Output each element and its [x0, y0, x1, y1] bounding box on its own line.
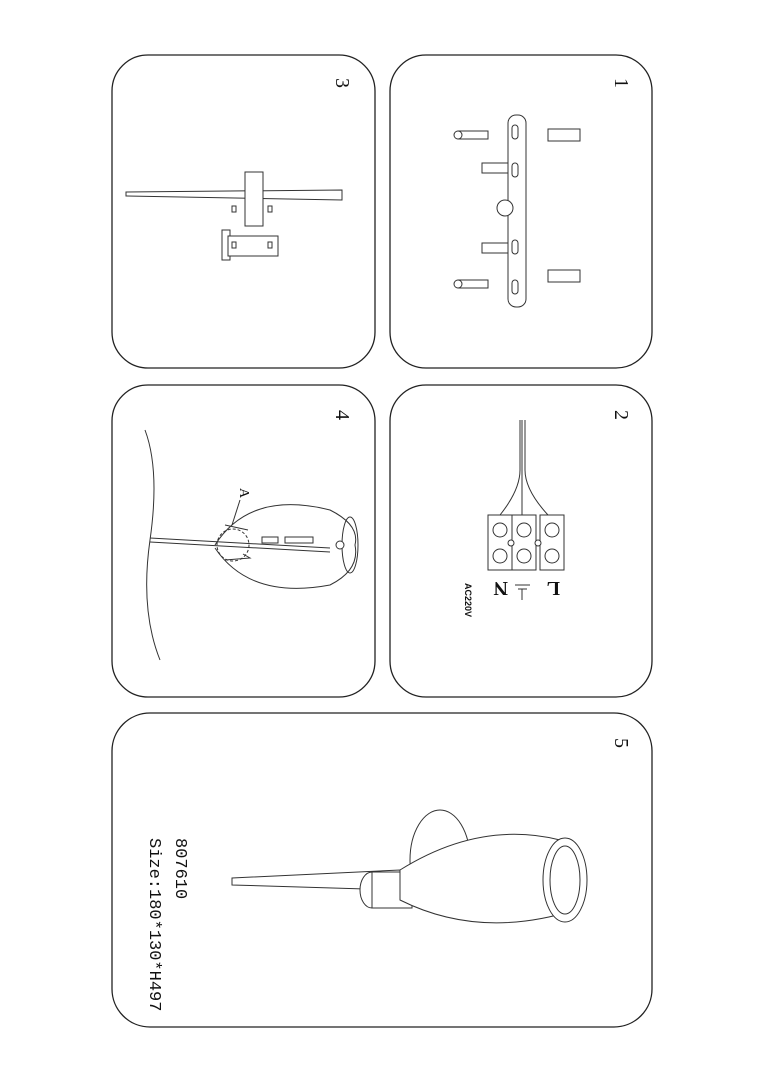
step-3-panel: 3: [111, 54, 376, 369]
step-1-number: 1: [610, 78, 632, 88]
step-2-number: 2: [610, 410, 632, 420]
step-3-number: 3: [331, 78, 353, 88]
step-5-number: 5: [610, 738, 632, 748]
shade-attach-drawing: [144, 429, 359, 661]
step-2-panel: 2 L N AC220V: [389, 384, 653, 698]
lamp-arm-drawing: [125, 171, 343, 261]
model-number: 807610: [170, 838, 189, 899]
neutral-label: N: [493, 577, 508, 599]
step-5-panel: 5 807610 Size:180*130*H497: [111, 712, 653, 1028]
step-4-panel: 4 A: [111, 384, 376, 698]
step-4-number: 4: [331, 410, 353, 420]
detail-a-label: A: [236, 488, 251, 499]
terminal-block-drawing: [487, 420, 565, 600]
live-label: L: [547, 577, 560, 599]
finished-lamp-drawing: [231, 809, 588, 924]
mounting-bracket-drawing: [453, 114, 581, 308]
size-spec: Size:180*130*H497: [144, 838, 163, 1011]
voltage-label: AC220V: [463, 583, 473, 617]
step-1-panel: 1: [389, 54, 653, 369]
